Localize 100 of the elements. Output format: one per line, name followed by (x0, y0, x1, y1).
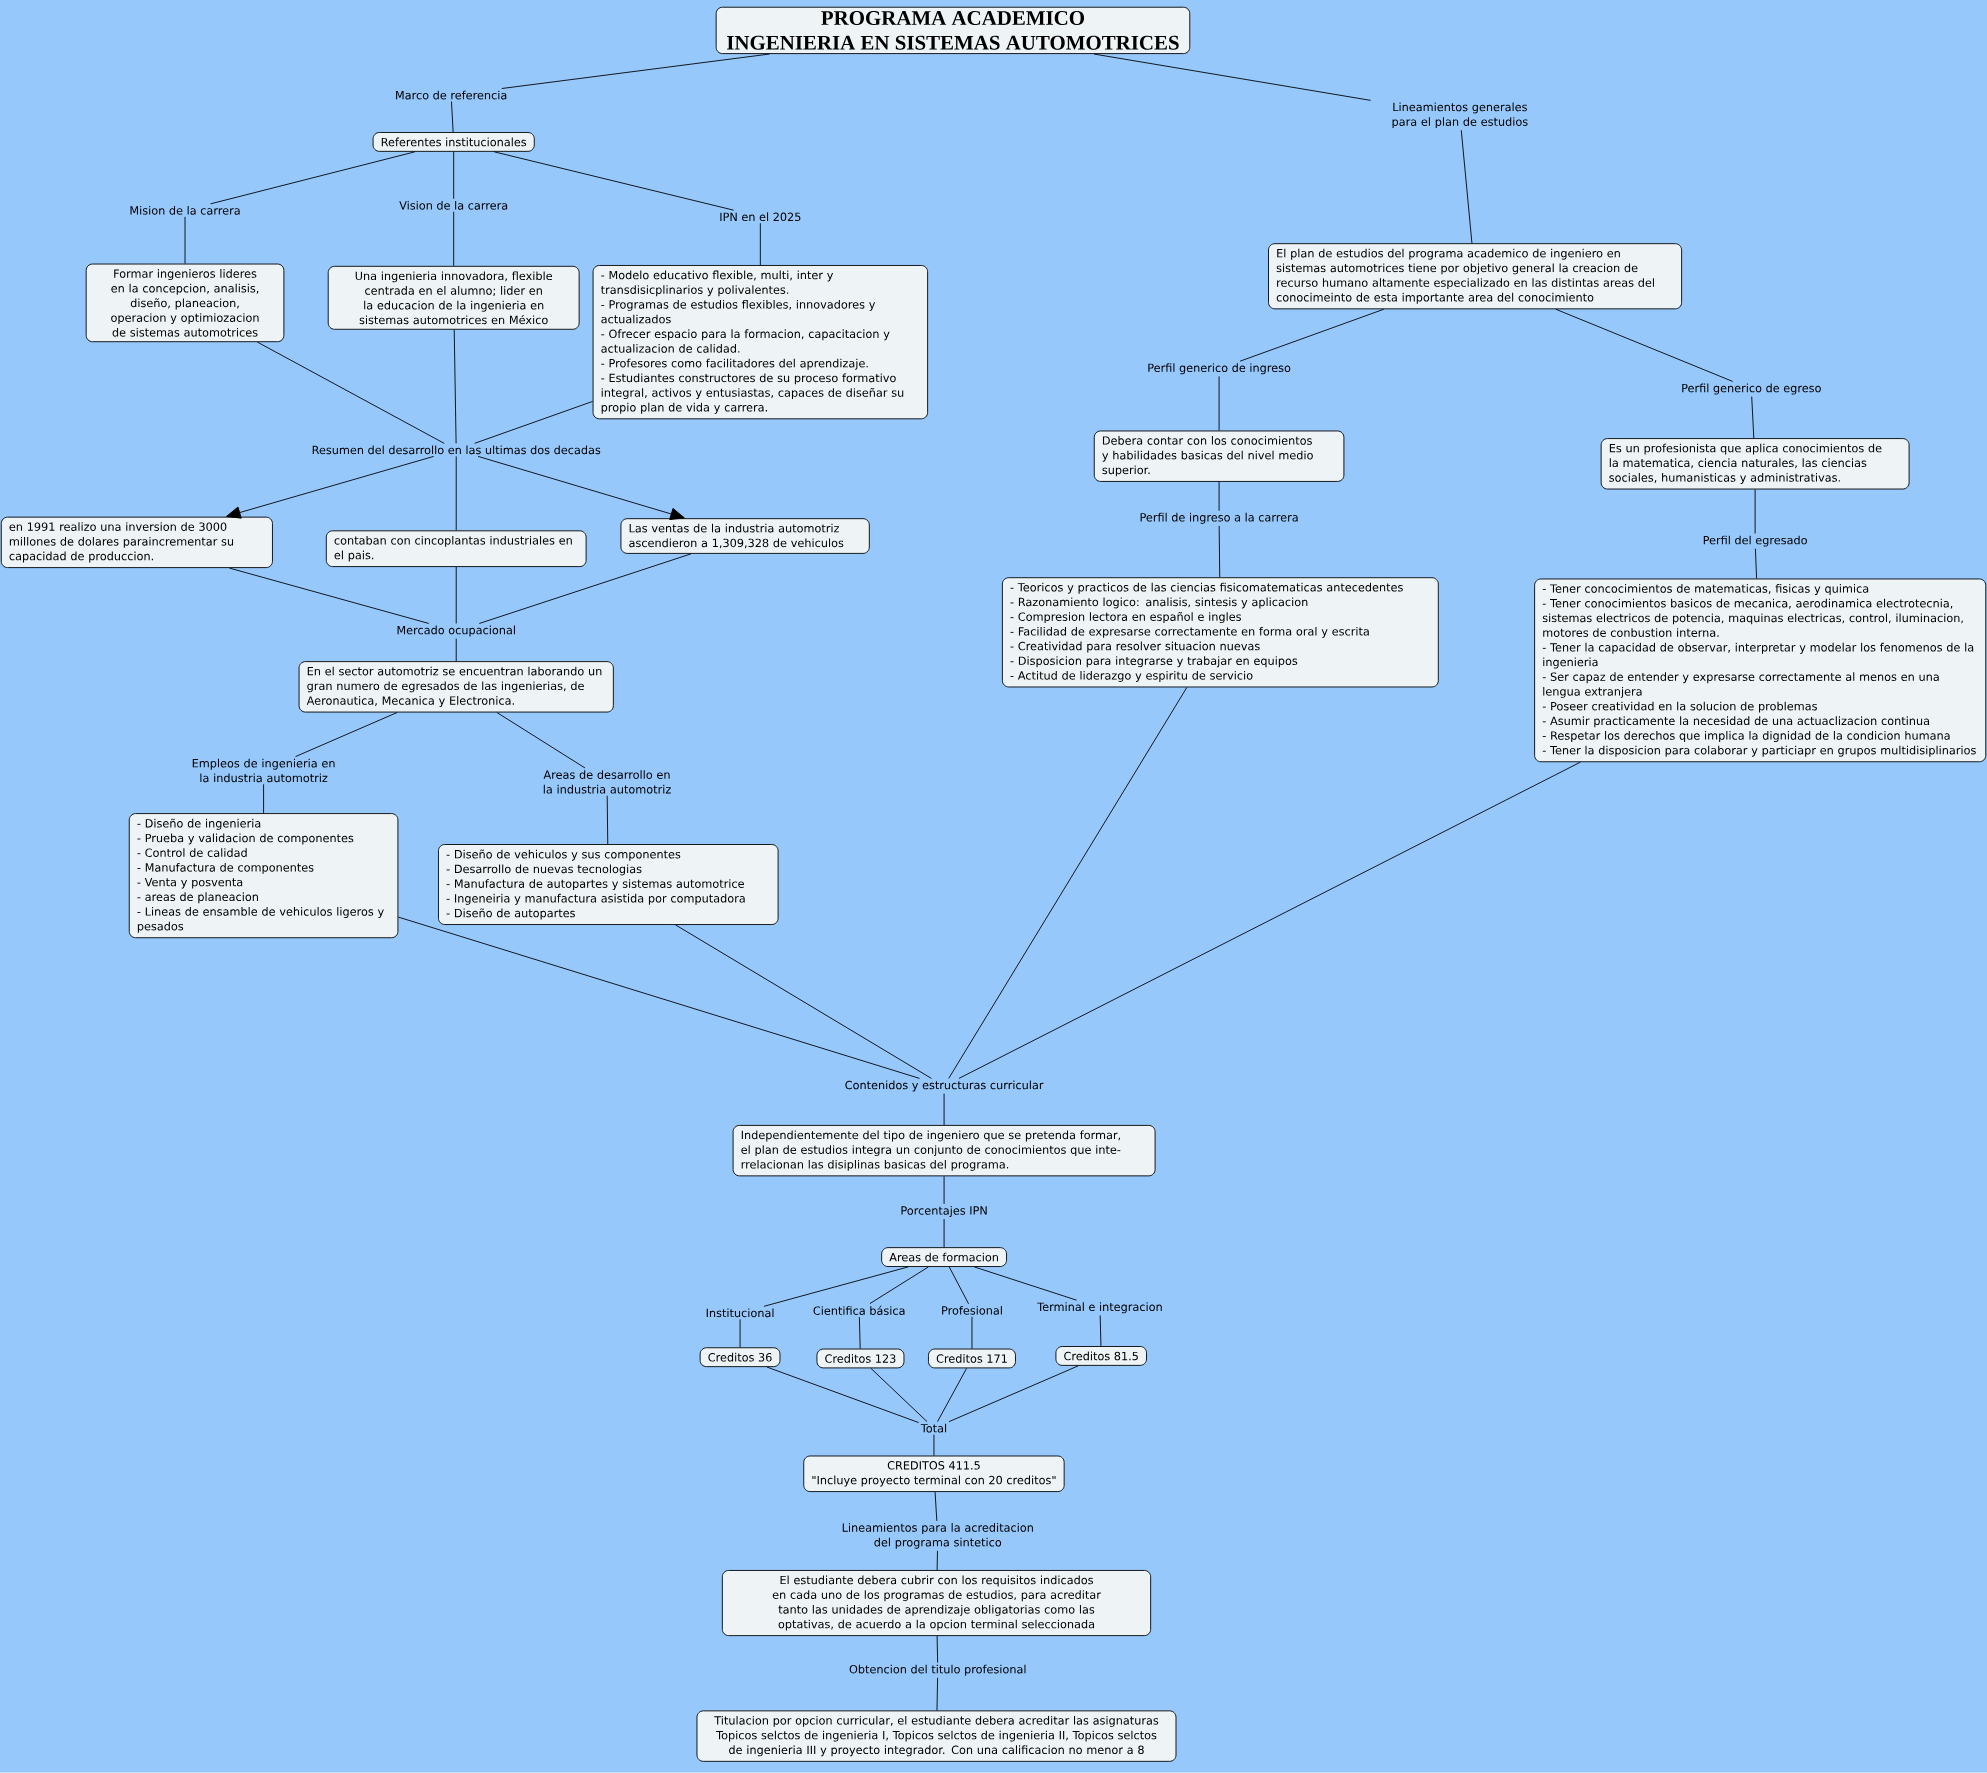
connector-line (933, 1434, 935, 1457)
concept-box: Titulacion por opcion curricular, el estudiante debera acreditar las asignaturas Topicos selctos de ingenieria I, Topicos selctos de ingenieria II, Topicos selctos de ingenieria III y proyecto integrador. Con una calificacion no menor a 8 (696, 1710, 1177, 1762)
concept-box: Formar ingenieros lideres en la concepcion, analisis, diseño, planeacion, operacion y optimiozacion de sistemas automotrices (85, 263, 285, 343)
connector-line (936, 1550, 938, 1571)
connector-line (948, 687, 1188, 1079)
connector-line (451, 101, 454, 133)
concept-box: - Teoricos y practicos de las ciencias fisicomatematicas antecedentes - Razonamiento logico: analisis, sintesis y aplicacion - Compresion lectora en español e ingles - Facilidad de expresarse correctamente en forma oral y escrita - Creatividad para resolver situacion nuevas - Disposicion para integrarse y trabajar en equipos - Actitud de liderazgo y espiritu de servicio (1001, 577, 1439, 688)
connector-line (453, 211, 455, 267)
linking-phrase: Perfil del egresado (1703, 535, 1807, 547)
connector-line (1239, 308, 1385, 362)
connector-line (766, 1366, 920, 1424)
connector-line (295, 712, 398, 758)
concept-box: - Diseño de vehiculos y sus componentes - Desarrollo de nuevas tecnologias - Manufactura de autopartes y sistemas automotrice - Ingeneiria y manufactura asistida por computadora - Diseño de autopartes (438, 844, 779, 926)
connector-line (1754, 489, 1756, 534)
connector-line (971, 1316, 973, 1350)
linking-phrase: Porcentajes IPN (901, 1206, 987, 1217)
connector-line (943, 1218, 945, 1248)
linking-phrase: Perfil generico de ingreso (1148, 363, 1291, 375)
connector-line (455, 566, 457, 624)
connector-line (263, 783, 265, 814)
concept-box: Areas de formacion (881, 1247, 1007, 1268)
connector-line (943, 1093, 945, 1126)
connector-line (228, 567, 430, 624)
connector-line (869, 1266, 929, 1305)
connector-line (763, 1266, 909, 1307)
concept-box: Creditos 171 (928, 1348, 1016, 1369)
linking-phrase: Perfil de ingreso a la carrera (1140, 512, 1298, 524)
connector-line (974, 1266, 1077, 1301)
linking-phrase: Vision de la carrera (399, 201, 508, 210)
connector-line (1093, 53, 1371, 101)
linking-phrase: Cientifica básica (813, 1305, 905, 1315)
connector-line (453, 151, 455, 200)
connector-line (958, 761, 1581, 1079)
concept-box: en 1991 realizo una inversion de 3000 millones de dolares paraincrementar su capacidad de produccion. (0, 516, 273, 569)
connector-line (739, 1319, 741, 1348)
connector-line (1751, 396, 1755, 439)
connector-line (1555, 308, 1734, 382)
concept-box: Creditos 81.5 (1055, 1346, 1147, 1366)
connector-line (936, 1677, 939, 1711)
connector-line (184, 216, 186, 265)
linking-phrase: Areas de desarrollo en la industria automotriz (543, 770, 671, 794)
concept-box: En el sector automotriz se encuentran laborando un gran numero de egresados de las ingenierias, de Aeronautica, Mecanica y Electronica. (298, 661, 614, 713)
connector-line (1754, 548, 1758, 580)
concept-box: Debera contar con los conocimientos y habilidades basicas del nivel medio superior. (1093, 430, 1345, 482)
connector-line (1218, 525, 1221, 578)
concept-box: - Diseño de ingenieria - Prueba y validacion de componentes - Control de calidad - Manufactura de componentes - Venta y posventa - areas de planeacion - Lineas de ensamble de vehiculos ligeros y pesados (128, 813, 399, 939)
linking-phrase: Perfil generico de egreso (1682, 383, 1821, 395)
concept-box: Una ingenieria innovadora, flexible centrada en el alumno; lider en la educacion de la ingenieria en sistemas automotrices en México (327, 265, 580, 330)
concept-box: - Modelo educativo flexible, multi, inter y transdisicplinarios y polivalentes. - Programas de estudios flexibles, innovadores y actualizados - Ofrecer espacio para la formacion, capacitacion y actualizacion de calidad. - Profesores como facilitadores del aprendizaje. - Estudiantes constructores de su proceso formativo integral, activos y entusiastas, capaces de diseñar su propio plan de vida y carrera. (592, 265, 929, 420)
linking-phrase: Mision de la carrera (130, 206, 240, 215)
connector-line (858, 1316, 861, 1350)
connector-line (1218, 481, 1220, 512)
connector-line (455, 456, 457, 531)
linking-phrase: Total (920, 1423, 947, 1433)
title-box: PROGRAMA ACADEMICO INGENIERIA EN SISTEMAS AUTOMOTRICES (715, 6, 1191, 55)
linking-phrase: Lineamientos generales para el plan de estudios (1392, 102, 1528, 129)
linking-phrase: Empleos de ingenieria en la industria automotriz (192, 758, 335, 783)
connector-line (478, 553, 692, 624)
connector-line (496, 712, 586, 769)
linking-phrase: Terminal e integracion (1037, 1302, 1162, 1314)
connector-line (397, 916, 920, 1079)
connector-line (759, 222, 761, 266)
linking-phrase: Lineamientos para la acreditacion del programa sintetico (842, 1523, 1033, 1549)
connector-line (1099, 1315, 1102, 1347)
connector-line (474, 401, 594, 444)
connector-line (675, 924, 932, 1079)
connector-line (870, 1367, 928, 1423)
linking-phrase: Mercado ocupacional (397, 625, 515, 637)
linking-phrase: Resumen del desarrollo en las ultimas dos decadas (312, 445, 601, 455)
connector-line (948, 1266, 969, 1305)
connector-line (936, 1635, 939, 1664)
connector-line (606, 795, 609, 845)
connector-line (453, 329, 457, 444)
linking-phrase: IPN en el 2025 (720, 212, 801, 222)
connector-line (1460, 129, 1473, 244)
linking-phrase: Institucional (706, 1308, 774, 1318)
connector-line (1218, 376, 1220, 432)
connector-line (501, 53, 770, 90)
connector-line (948, 1365, 1079, 1423)
connector-line (257, 341, 445, 444)
linking-phrase: Profesional (942, 1306, 1002, 1315)
connector-line (937, 1367, 968, 1423)
arrow (477, 456, 685, 521)
concept-box: Es un profesionista que aplica conocimientos de la matematica, ciencia naturales, las ciencias sociales, humanisticas y administrativas. (1600, 438, 1910, 490)
concept-box: Creditos 36 (699, 1347, 781, 1368)
concept-box: Las ventas de la industria automotriz ascendieron a 1,309,328 de vehiculos (620, 518, 870, 554)
linking-phrase: Obtencion del titulo profesional (849, 1664, 1026, 1676)
concept-box: contaban con cincoplantas industriales en el pais. (325, 530, 587, 568)
concept-box: Creditos 123 (816, 1348, 905, 1369)
connector-line (493, 151, 735, 211)
linking-phrase: Marco de referencia (396, 90, 507, 100)
linking-phrase: Contenidos y estructuras curricular (845, 1080, 1044, 1092)
concept-box: Independientemente del tipo de ingeniero que se pretenda formar, el plan de estudios integra un conjunto de conocimientos que inte-rrelacionan las disiplinas basicas del programa. (732, 1125, 1156, 1177)
arrow (226, 456, 435, 519)
concept-box: - Tener concocimientos de matematicas, fisicas y quimica - Tener conocimientos basicos de mecanica, aerodinamica electrotecnia, sistemas electricos de potencia, maquinas electricas, control, iluminacion, motores de conbustion interna. - Tener la capacidad de observar, interpretar y modelar los fenomenos de la ingenieria - Ser capaz de entender y expresarse correctamente al menos en una lengua extranjera - Poseer creatividad en la solucion de problemas - Asumir practicamente la necesidad de una actuaclizacion continua - Respetar los derechos que implica la dignidad de la condicion humana - Tener la disposicion para colaborar y particiapr en grupos multidisiplinarios (1534, 578, 1987, 763)
concept-box: El plan de estudios del programa academico de ingeniero en sistemas automotrices tiene por objetivo general la creacion de recurso humano altamente especializado en las distintas areas del conocimeinto de esta importante area del conocimiento (1268, 243, 1683, 310)
connector-line (210, 151, 416, 205)
concept-box: El estudiante debera cubrir con los requisitos indicados en cada uno de los programas de estudios, para acreditar tanto las unidades de aprendizaje obligatorias como las optativas, de acuerdo a la opcion terminal seleccionada (721, 1570, 1152, 1637)
concept-box: CREDITOS 411.5 "Incluye proyecto terminal con 20 creditos" (803, 1455, 1065, 1493)
concept-box: Referentes institucionales (372, 132, 535, 152)
